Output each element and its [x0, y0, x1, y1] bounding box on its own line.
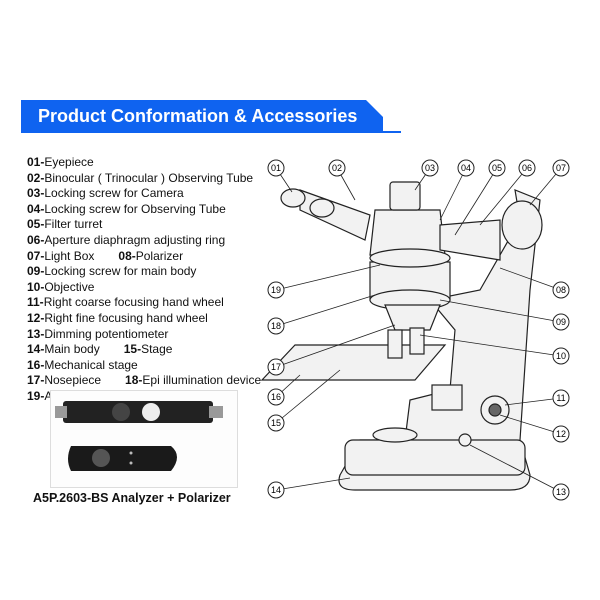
callout-label: 17: [271, 362, 281, 372]
callout-04: 04: [439, 159, 475, 221]
legend-row: 03-Locking screw for Camera: [27, 186, 261, 202]
part-name: Right fine focusing hand wheel: [44, 310, 208, 325]
legend-row: 17-Nosepiece 18-Epi illumination device: [27, 373, 261, 389]
part-name: Mechanical stage: [44, 357, 138, 372]
legend-row: 09-Locking screw for main body: [27, 264, 261, 280]
part-name: Locking screw for main body: [44, 264, 197, 279]
part-number: 13-: [27, 326, 45, 341]
part-number: 04-: [27, 201, 45, 216]
callout-label: 09: [556, 317, 566, 327]
part-name: Aperture diaphragm adjusting ring: [44, 232, 226, 247]
part-name: Main body: [44, 342, 100, 357]
callout-label: 01: [271, 163, 281, 173]
callout-label: 12: [556, 429, 566, 439]
part-name: Locking screw for Observing Tube: [44, 201, 226, 216]
part-number: 06-: [27, 232, 45, 247]
part-name: Dimming potentiometer: [44, 326, 169, 341]
callout-01: 01: [267, 159, 293, 193]
part-name: Filter turret: [44, 217, 103, 232]
part-number: 12-: [27, 310, 45, 325]
part-number: 18-: [125, 373, 143, 388]
callout-18: 18: [267, 294, 376, 335]
legend-row: 07-Light Box 08-Polarizer: [27, 249, 261, 265]
callout-label: 05: [492, 163, 502, 173]
callout-label: 13: [556, 487, 566, 497]
banner-underline: [21, 131, 401, 133]
legend-row: 10-Objective: [27, 280, 261, 296]
legend-row: 14-Main body 15-Stage: [27, 342, 261, 358]
legend-row: 12-Right fine focusing hand wheel: [27, 311, 261, 327]
part-number: 17-: [27, 373, 45, 388]
part-number: 09-: [27, 264, 45, 279]
callout-label: 16: [271, 392, 281, 402]
callout-13: 13: [469, 444, 570, 501]
part-number: 10-: [27, 279, 45, 294]
callout-label: 04: [461, 163, 471, 173]
callout-12: 12: [499, 414, 570, 443]
section-title: Product Conformation & Accessories: [38, 106, 358, 126]
callout-label: 11: [556, 393, 565, 403]
callout-label: 08: [556, 285, 566, 295]
callout-16: 16: [267, 374, 301, 406]
legend-row: 02-Binocular ( Trinocular ) Observing Tu…: [27, 171, 261, 187]
part-name: Locking screw for Camera: [44, 186, 184, 201]
callout-10: 10: [419, 334, 570, 365]
part-number: 05-: [27, 217, 45, 232]
part-name: Light Box: [44, 248, 95, 263]
callout-08: 08: [499, 267, 570, 299]
part-name: Binocular ( Trinocular ) Observing Tube: [44, 170, 254, 185]
legend-row: 06-Aperture diaphragm adjusting ring: [27, 233, 261, 249]
part-number: 16-: [27, 357, 45, 372]
callout-14: 14: [267, 477, 351, 499]
part-name: Objective: [44, 279, 95, 294]
legend-row: 13-Dimming potentiometer: [27, 327, 261, 343]
callout-label: 06: [522, 163, 532, 173]
part-number: 03-: [27, 186, 45, 201]
part-number: 19-: [27, 388, 45, 403]
part-name: Eyepiece: [44, 155, 94, 169]
part-number: 01-: [27, 155, 45, 169]
callout-05: 05: [454, 159, 506, 236]
section-banner: Product Conformation & Accessories: [21, 100, 383, 132]
callout-label: 10: [556, 351, 566, 361]
part-name: Right coarse focusing hand wheel: [43, 295, 224, 310]
callout-11: 11: [504, 389, 570, 407]
callout-19: 19: [267, 264, 381, 299]
part-number: 08-: [118, 248, 136, 263]
callout-label: 15: [271, 418, 281, 428]
photo-caption: A5P.2603-BS Analyzer + Polarizer: [33, 491, 231, 505]
legend-row: 04-Locking screw for Observing Tube: [27, 202, 261, 218]
legend-row: 11-Right coarse focusing hand wheel: [27, 295, 261, 311]
analyzer-polarizer-photo: [50, 390, 238, 488]
callout-09: 09: [439, 299, 570, 331]
callout-06: 06: [479, 159, 536, 226]
legend-row: 05-Filter turret: [27, 217, 261, 233]
callout-03: 03: [414, 159, 439, 191]
callout-label: 02: [332, 163, 342, 173]
callout-02: 02: [328, 159, 356, 201]
part-name: Nosepiece: [44, 373, 102, 388]
callout-15: 15: [267, 369, 341, 432]
part-number: 07-: [27, 248, 45, 263]
part-name: Polarizer: [135, 248, 184, 263]
legend-row: 16-Mechanical stage: [27, 358, 261, 374]
callout-label: 07: [556, 163, 566, 173]
part-name: Stage: [141, 342, 173, 357]
callout-label: 03: [425, 163, 435, 173]
part-number: 02-: [27, 170, 45, 185]
part-number: 11-: [27, 295, 44, 310]
callout-label: 18: [271, 321, 281, 331]
part-number: 15-: [123, 342, 142, 357]
callout-17: 17: [267, 324, 396, 376]
legend-row: 01-Eyepiece: [27, 155, 261, 171]
part-name: Epi illumination device: [142, 373, 262, 388]
callout-label: 19: [271, 285, 281, 295]
callout-07: 07: [529, 159, 570, 206]
callout-label: 14: [271, 485, 281, 495]
part-number: 14-: [27, 342, 45, 357]
